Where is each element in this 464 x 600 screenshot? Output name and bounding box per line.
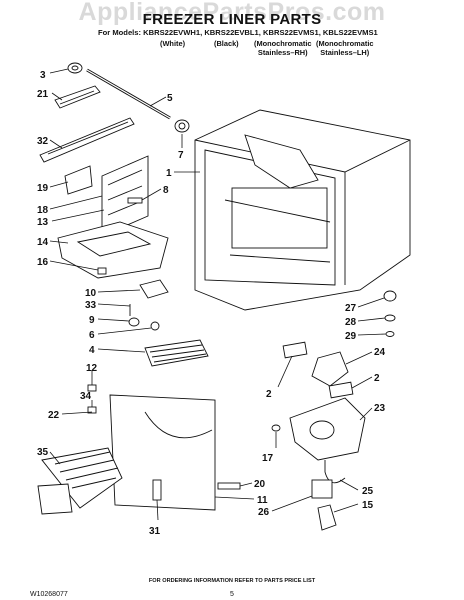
callout-28: 28 <box>345 317 357 328</box>
callout-22: 22 <box>48 410 60 421</box>
callout-29: 29 <box>345 331 357 342</box>
page-title: FREEZER LINER PARTS <box>142 11 322 28</box>
callout-10: 10 <box>85 288 97 299</box>
callout-13: 13 <box>37 217 49 228</box>
callout-35: 35 <box>37 447 49 458</box>
callout-12: 12 <box>86 363 98 374</box>
callout-17: 17 <box>262 453 274 464</box>
callout-5: 5 <box>167 93 173 104</box>
callout-23: 23 <box>374 403 386 414</box>
variant-black: (Black) <box>214 39 239 48</box>
ordering-note: FOR ORDERING INFORMATION REFER TO PARTS … <box>148 578 316 584</box>
variant-lh: (Monochromatic Stainless–LH) <box>316 39 374 57</box>
part-motor-assembly <box>271 424 346 531</box>
part-freezer-liner <box>194 109 411 311</box>
part-rod <box>86 68 171 120</box>
leader-lines <box>49 68 387 521</box>
part-vent-grille <box>37 447 123 515</box>
part-screw-16 <box>97 267 107 275</box>
part-fan-housing <box>289 397 366 461</box>
variant-white: (White) <box>160 39 186 48</box>
callout-34: 34 <box>80 391 92 402</box>
models-line: For Models: KBRS22EVWH1, KBRS22EVBL1, KB… <box>98 28 378 37</box>
callout-31: 31 <box>149 526 161 537</box>
callout-15: 15 <box>362 500 374 511</box>
callout-16: 16 <box>37 257 49 268</box>
part-bracket-upper <box>54 85 101 109</box>
variant-rh: (Monochromatic Stainless–RH) <box>254 39 312 57</box>
part-fan-hub <box>383 290 397 337</box>
callout-18: 18 <box>37 205 49 216</box>
part-clip <box>127 197 143 204</box>
callout-24: 24 <box>374 347 386 358</box>
watermark: AppliancePartsPros.com <box>78 0 386 26</box>
page-number: 5 <box>230 591 234 598</box>
callout-8: 8 <box>163 185 169 196</box>
part-tray <box>57 221 169 279</box>
part-foam-pads <box>282 341 354 399</box>
callout-9: 9 <box>89 315 95 326</box>
callout-33: 33 <box>85 300 97 311</box>
callout-2a: 2 <box>266 389 272 400</box>
callout-32: 32 <box>37 136 49 147</box>
callout-2b: 2 <box>374 373 380 384</box>
part-gear <box>174 119 190 133</box>
callout-labels: 3 21 5 32 7 19 1 8 18 13 14 16 10 33 9 6… <box>37 70 386 537</box>
callout-3: 3 <box>40 70 46 81</box>
callout-14: 14 <box>37 237 49 248</box>
part-slide-rail <box>39 117 135 195</box>
callout-27: 27 <box>345 303 357 314</box>
part-small-assembly <box>128 279 169 331</box>
callout-19: 19 <box>37 183 49 194</box>
callout-7: 7 <box>178 150 184 161</box>
callout-11: 11 <box>257 495 268 506</box>
callout-6: 6 <box>89 330 95 341</box>
callout-21: 21 <box>37 89 49 100</box>
callout-26: 26 <box>258 507 270 518</box>
part-cover-panel <box>109 394 241 511</box>
part-grille <box>144 339 209 367</box>
callout-4: 4 <box>89 345 95 356</box>
part-knob <box>67 62 83 74</box>
part-fan-blade <box>311 351 349 387</box>
callout-25: 25 <box>362 486 374 497</box>
document-number: W10268077 <box>30 591 68 598</box>
callout-20: 20 <box>254 479 266 490</box>
callout-1: 1 <box>166 168 172 179</box>
